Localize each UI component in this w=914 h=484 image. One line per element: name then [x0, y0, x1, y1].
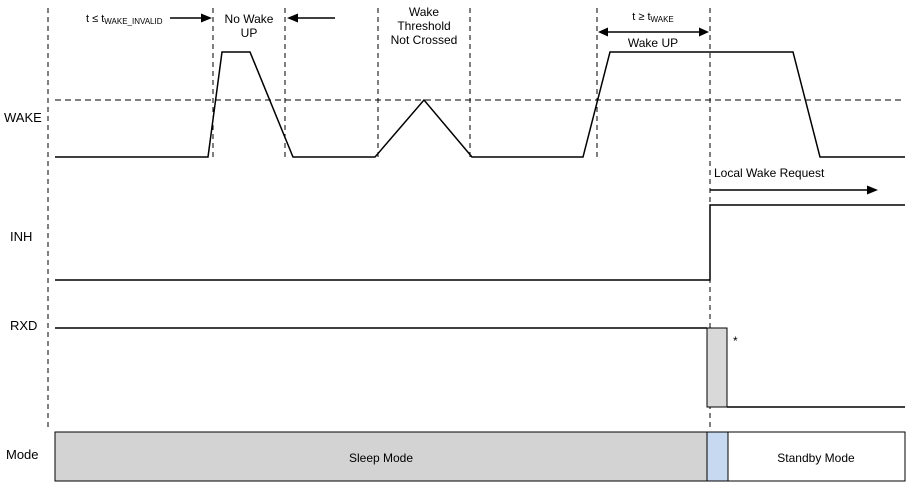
t-wake-invalid-label: t ≤ tWAKE_INVALID [86, 13, 163, 26]
mode-signal-label: Mode [6, 447, 39, 462]
t-wake-label: t ≥ tWAKE [632, 11, 674, 24]
wake-waveform [55, 51, 905, 158]
threshold-label-line3: Not Crossed [391, 33, 458, 47]
mode-transition-box [706, 431, 729, 482]
rxd-asterisk-note: * [733, 334, 738, 348]
rxd-signal-label: RXD [10, 318, 37, 333]
rxd-pulse-box [706, 327, 728, 408]
local-wake-request-label: Local Wake Request [714, 166, 825, 180]
threshold-label-line2: Threshold [397, 19, 450, 33]
t-wake-invalid-prefix: t ≤ t [86, 13, 104, 25]
mode-standby-box [727, 431, 906, 482]
no-wake-up-label-line1: No Wake [225, 12, 274, 26]
mode-sleep-label: Sleep Mode [349, 451, 413, 465]
wake-signal-label: WAKE [4, 110, 42, 125]
t-wake-prefix: t ≥ t [632, 11, 650, 23]
inh-signal-label: INH [10, 229, 32, 244]
t-wake-arrowhead-left [598, 27, 608, 37]
t-wake-invalid-arrowhead [201, 13, 212, 23]
no-wake-arrowhead [287, 13, 298, 23]
wake-up-label: Wake UP [628, 36, 678, 50]
mode-standby-label: Standby Mode [777, 451, 855, 465]
t-wake-arrowhead-right [699, 27, 709, 37]
no-wake-up-label-line2: UP [241, 26, 258, 40]
t-wake-subscript: WAKE [651, 15, 674, 24]
t-wake-invalid-subscript: WAKE_INVALID [104, 17, 162, 26]
inh-waveform [55, 204, 905, 281]
mode-sleep-box [54, 431, 708, 482]
local-wake-request-arrowhead [867, 185, 878, 195]
dashed-reference-lines [47, 8, 711, 430]
threshold-label-line1: Wake [409, 5, 440, 19]
